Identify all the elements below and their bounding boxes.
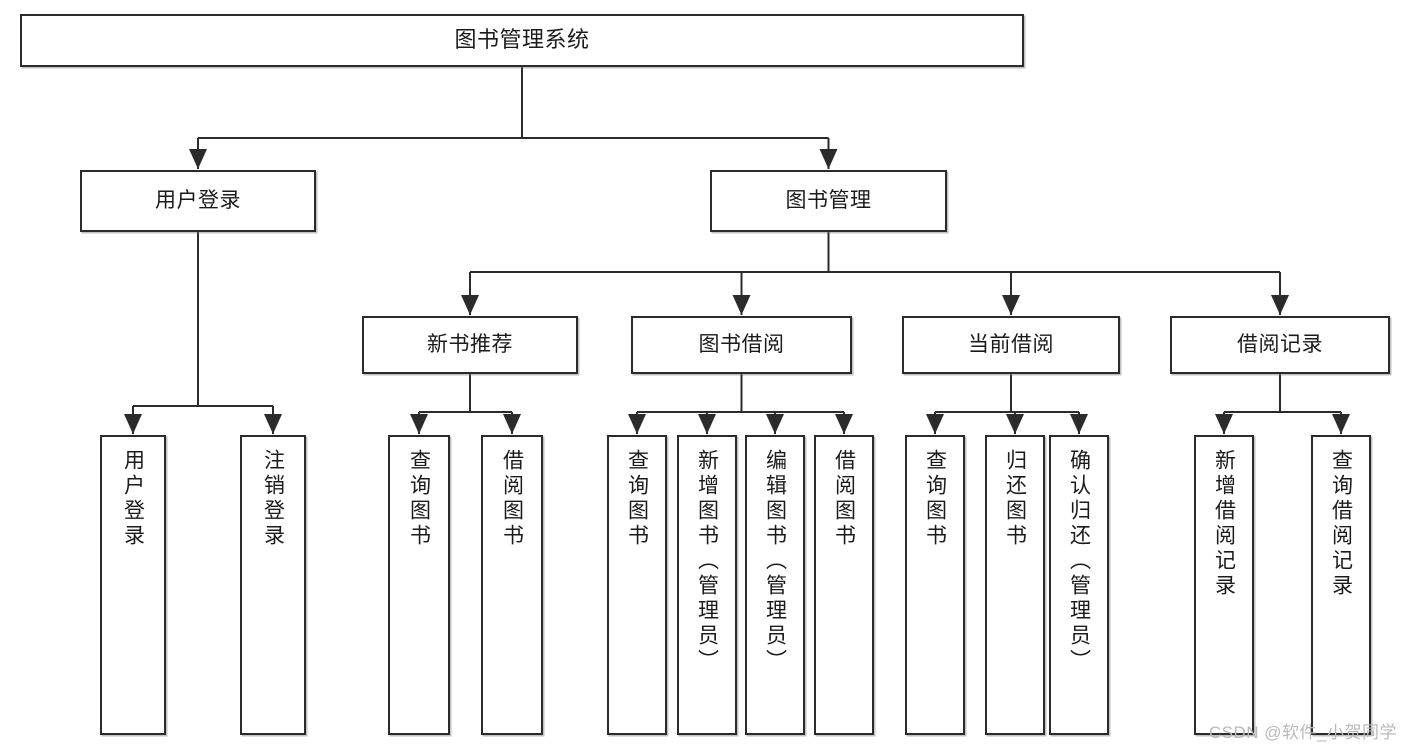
node-borrow_record[interactable]: 借阅记录 — [1170, 316, 1390, 374]
node-root-system[interactable]: 图书管理系统 — [20, 14, 1024, 67]
node-leaf_add_record[interactable]: 新增借阅记录 — [1194, 435, 1254, 735]
node-leaf_borrow_book_2[interactable]: 借阅图书 — [814, 435, 874, 735]
node-label: 新增图书（管理员） — [695, 449, 719, 674]
node-label: 当前借阅 — [968, 332, 1054, 356]
node-label: 图书管理 — [785, 188, 872, 212]
node-book_manage[interactable]: 图书管理 — [710, 170, 947, 232]
node-label: 查询图书 — [923, 449, 947, 549]
node-current_borrow[interactable]: 当前借阅 — [902, 316, 1120, 374]
node-label: 借阅记录 — [1237, 332, 1323, 356]
node-label: 查询图书 — [407, 449, 431, 549]
node-label: 用户登录 — [155, 188, 241, 212]
node-leaf_confirm_return[interactable]: 确认归还（管理员） — [1049, 435, 1109, 735]
node-leaf_add_book[interactable]: 新增图书（管理员） — [677, 435, 737, 735]
node-new_book_rec[interactable]: 新书推荐 — [362, 316, 578, 374]
node-label: 用户登录 — [121, 449, 145, 549]
node-label: 注销登录 — [261, 449, 285, 549]
node-label: 图书借阅 — [698, 332, 785, 356]
node-leaf_query_book_3[interactable]: 查询图书 — [905, 435, 965, 735]
node-leaf_borrow_book_1[interactable]: 借阅图书 — [481, 435, 543, 735]
node-leaf_query_book_2[interactable]: 查询图书 — [607, 435, 667, 735]
node-leaf_query_book_1[interactable]: 查询图书 — [388, 435, 450, 735]
node-label: 归还图书 — [1003, 449, 1027, 549]
node-user_login[interactable]: 用户登录 — [80, 170, 316, 232]
node-label: 查询图书 — [625, 449, 649, 549]
node-label: 查询借阅记录 — [1329, 449, 1353, 599]
node-label: 编辑图书（管理员） — [763, 449, 787, 674]
node-label: 借阅图书 — [500, 449, 524, 549]
node-leaf_logout[interactable]: 注销登录 — [240, 435, 306, 735]
node-label: 确认归还（管理员） — [1067, 449, 1091, 674]
csdn-watermark: CSDN @软件_小贺同学 — [1208, 723, 1397, 742]
node-leaf_edit_book[interactable]: 编辑图书（管理员） — [745, 435, 805, 735]
node-book_borrow[interactable]: 图书借阅 — [631, 316, 852, 374]
node-label: 图书管理系统 — [454, 27, 590, 53]
node-label: 借阅图书 — [832, 449, 856, 549]
node-leaf_return_book[interactable]: 归还图书 — [985, 435, 1045, 735]
node-leaf_query_record[interactable]: 查询借阅记录 — [1311, 435, 1371, 735]
node-label: 新书推荐 — [427, 332, 513, 356]
node-label: 新增借阅记录 — [1212, 449, 1236, 599]
node-leaf_user_login[interactable]: 用户登录 — [100, 435, 166, 735]
